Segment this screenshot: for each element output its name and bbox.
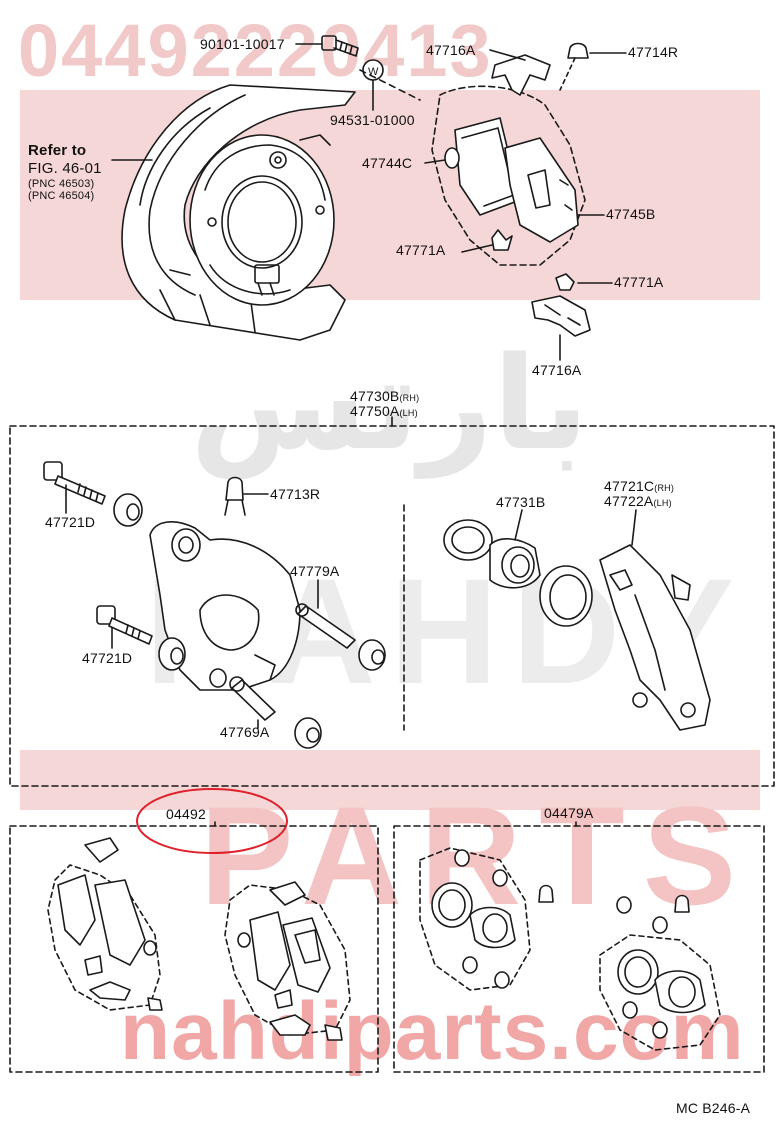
pad-kit-right[interactable] <box>224 881 351 1041</box>
washer[interactable]: W <box>362 59 384 81</box>
label-mount-lh-number: 47722A <box>604 493 654 509</box>
label-caliper-rh-number: 47730B <box>350 388 400 404</box>
boot-lower[interactable] <box>158 637 186 671</box>
label-caliper-lh[interactable]: 47750A(LH) <box>350 403 418 419</box>
boot-pin-lower[interactable] <box>294 717 322 749</box>
dust-boot[interactable] <box>539 565 593 627</box>
label-boot-top[interactable]: 47714R <box>628 44 679 60</box>
seal-kit-left[interactable] <box>419 847 554 991</box>
label-clip-top[interactable]: 47716A <box>426 42 476 58</box>
pin-lower[interactable] <box>229 676 276 721</box>
boot-upper[interactable] <box>113 493 143 527</box>
label-bolt-lower[interactable]: 47721D <box>82 650 133 666</box>
boot-pin-upper[interactable] <box>358 639 386 671</box>
mounting-bracket[interactable] <box>599 544 711 731</box>
label-bolt-top[interactable]: 90101-10017 <box>200 36 285 52</box>
clip-bottom[interactable] <box>531 295 591 337</box>
label-pin-upper[interactable]: 47779A <box>290 563 340 579</box>
seal-kit-box <box>393 825 765 1073</box>
label-pin-lower[interactable]: 47769A <box>220 724 270 740</box>
label-mount-lh[interactable]: 47722A(LH) <box>604 493 672 509</box>
label-bleeder[interactable]: 47713R <box>270 486 321 502</box>
piston-seal[interactable] <box>443 519 493 561</box>
label-spring-right[interactable]: 47771A <box>614 274 664 290</box>
spring-left[interactable] <box>491 229 513 251</box>
label-caliper-rh-side: (RH) <box>399 393 420 403</box>
label-bolt-upper[interactable]: 47721D <box>45 514 96 530</box>
label-clip-bottom[interactable]: 47716A <box>532 362 582 378</box>
pin-upper[interactable] <box>295 603 356 649</box>
pad-kit-left[interactable] <box>47 837 163 1011</box>
spring-right[interactable] <box>555 273 575 291</box>
caliper-body[interactable] <box>149 521 301 691</box>
label-kit-pads[interactable]: 04492 <box>166 806 206 822</box>
label-fig-ref[interactable]: FIG. 46-01 <box>28 160 102 177</box>
bolt-lower[interactable] <box>96 605 153 645</box>
bolt-upper[interactable] <box>43 461 106 505</box>
caliper-outline-top[interactable] <box>431 85 586 266</box>
bolt-top[interactable] <box>321 35 359 57</box>
label-caliper-lh-side: (LH) <box>399 408 418 418</box>
label-kit-seals[interactable]: 04479A <box>544 805 594 821</box>
watermark-band-middle <box>20 750 760 810</box>
label-pnc-2: (PNC 46504) <box>28 190 95 202</box>
clip-top[interactable] <box>491 54 551 96</box>
label-mount-lh-side: (LH) <box>653 498 672 508</box>
label-diagram-code: MC B246-A <box>676 1100 751 1116</box>
svg-text:W: W <box>368 66 379 78</box>
label-mount-rh-side: (RH) <box>654 483 675 493</box>
shim-inner[interactable] <box>444 147 460 169</box>
boot-top[interactable] <box>559 42 589 91</box>
label-shim-inner[interactable]: 47744C <box>362 155 413 171</box>
label-caliper-rh[interactable]: 47730B(RH) <box>350 388 419 404</box>
pad-kit-box <box>9 825 379 1073</box>
backing-plate[interactable] <box>121 84 356 341</box>
label-mount-rh[interactable]: 47721C(RH) <box>604 478 674 494</box>
label-caliper-lh-number: 47750A <box>350 403 400 419</box>
label-pad-outer[interactable]: 47745B <box>606 206 656 222</box>
bleeder[interactable] <box>224 476 246 516</box>
label-washer[interactable]: 94531-01000 <box>330 112 415 128</box>
inner-pad[interactable] <box>454 117 521 216</box>
piston[interactable] <box>489 538 541 589</box>
label-spring-left[interactable]: 47771A <box>396 242 446 258</box>
highlight-circle <box>136 788 288 854</box>
label-refer-to: Refer to <box>28 142 87 159</box>
label-mount-rh-number: 47721C <box>604 478 655 494</box>
seal-kit-right[interactable] <box>599 894 721 1051</box>
outer-pad[interactable] <box>504 137 579 243</box>
label-pnc-1: (PNC 46503) <box>28 178 95 190</box>
label-piston[interactable]: 47731B <box>496 494 546 510</box>
